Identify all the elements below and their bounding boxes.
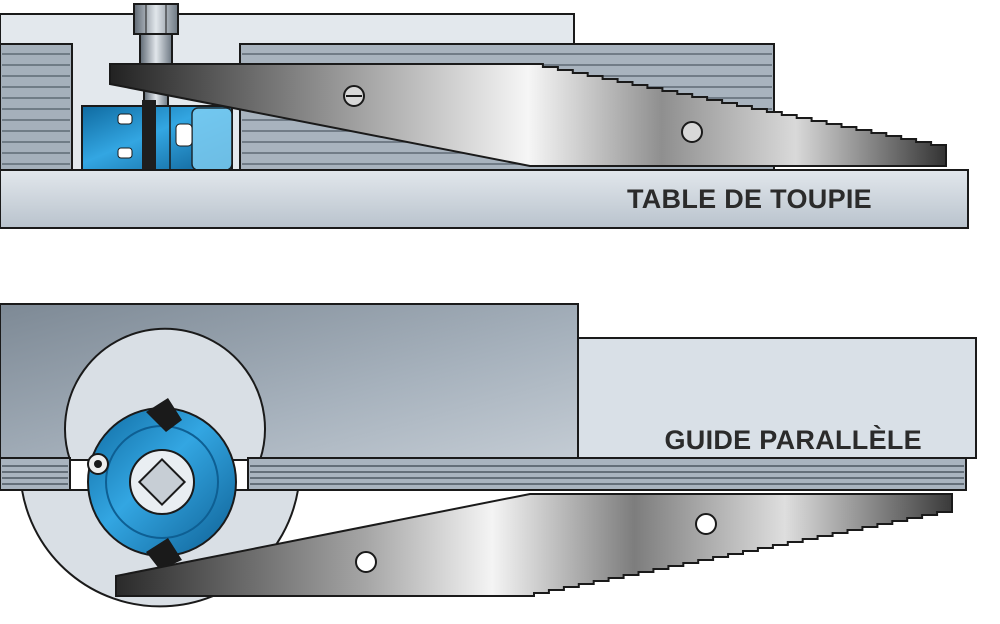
bottom-blade bbox=[115, 493, 953, 597]
top-view: TABLE DE TOUPIE bbox=[0, 3, 969, 229]
cutter-head-side bbox=[81, 100, 233, 171]
table-surface bbox=[0, 169, 969, 229]
left-grooved-block bbox=[0, 43, 73, 172]
blade-hole-left bbox=[355, 551, 377, 573]
label-table-de-toupie: TABLE DE TOUPIE bbox=[627, 184, 872, 214]
cutter-head-top bbox=[87, 398, 237, 570]
label-guide-parallele: GUIDE PARALLÈLE bbox=[664, 424, 922, 455]
fence-light-plate bbox=[575, 337, 977, 459]
blade-hole-right bbox=[681, 121, 703, 143]
blade-hole-right bbox=[695, 513, 717, 535]
top-blade bbox=[109, 63, 947, 167]
guide-rail bbox=[0, 457, 967, 491]
bottom-view: GUIDE PARALLÈLE bbox=[0, 303, 977, 608]
